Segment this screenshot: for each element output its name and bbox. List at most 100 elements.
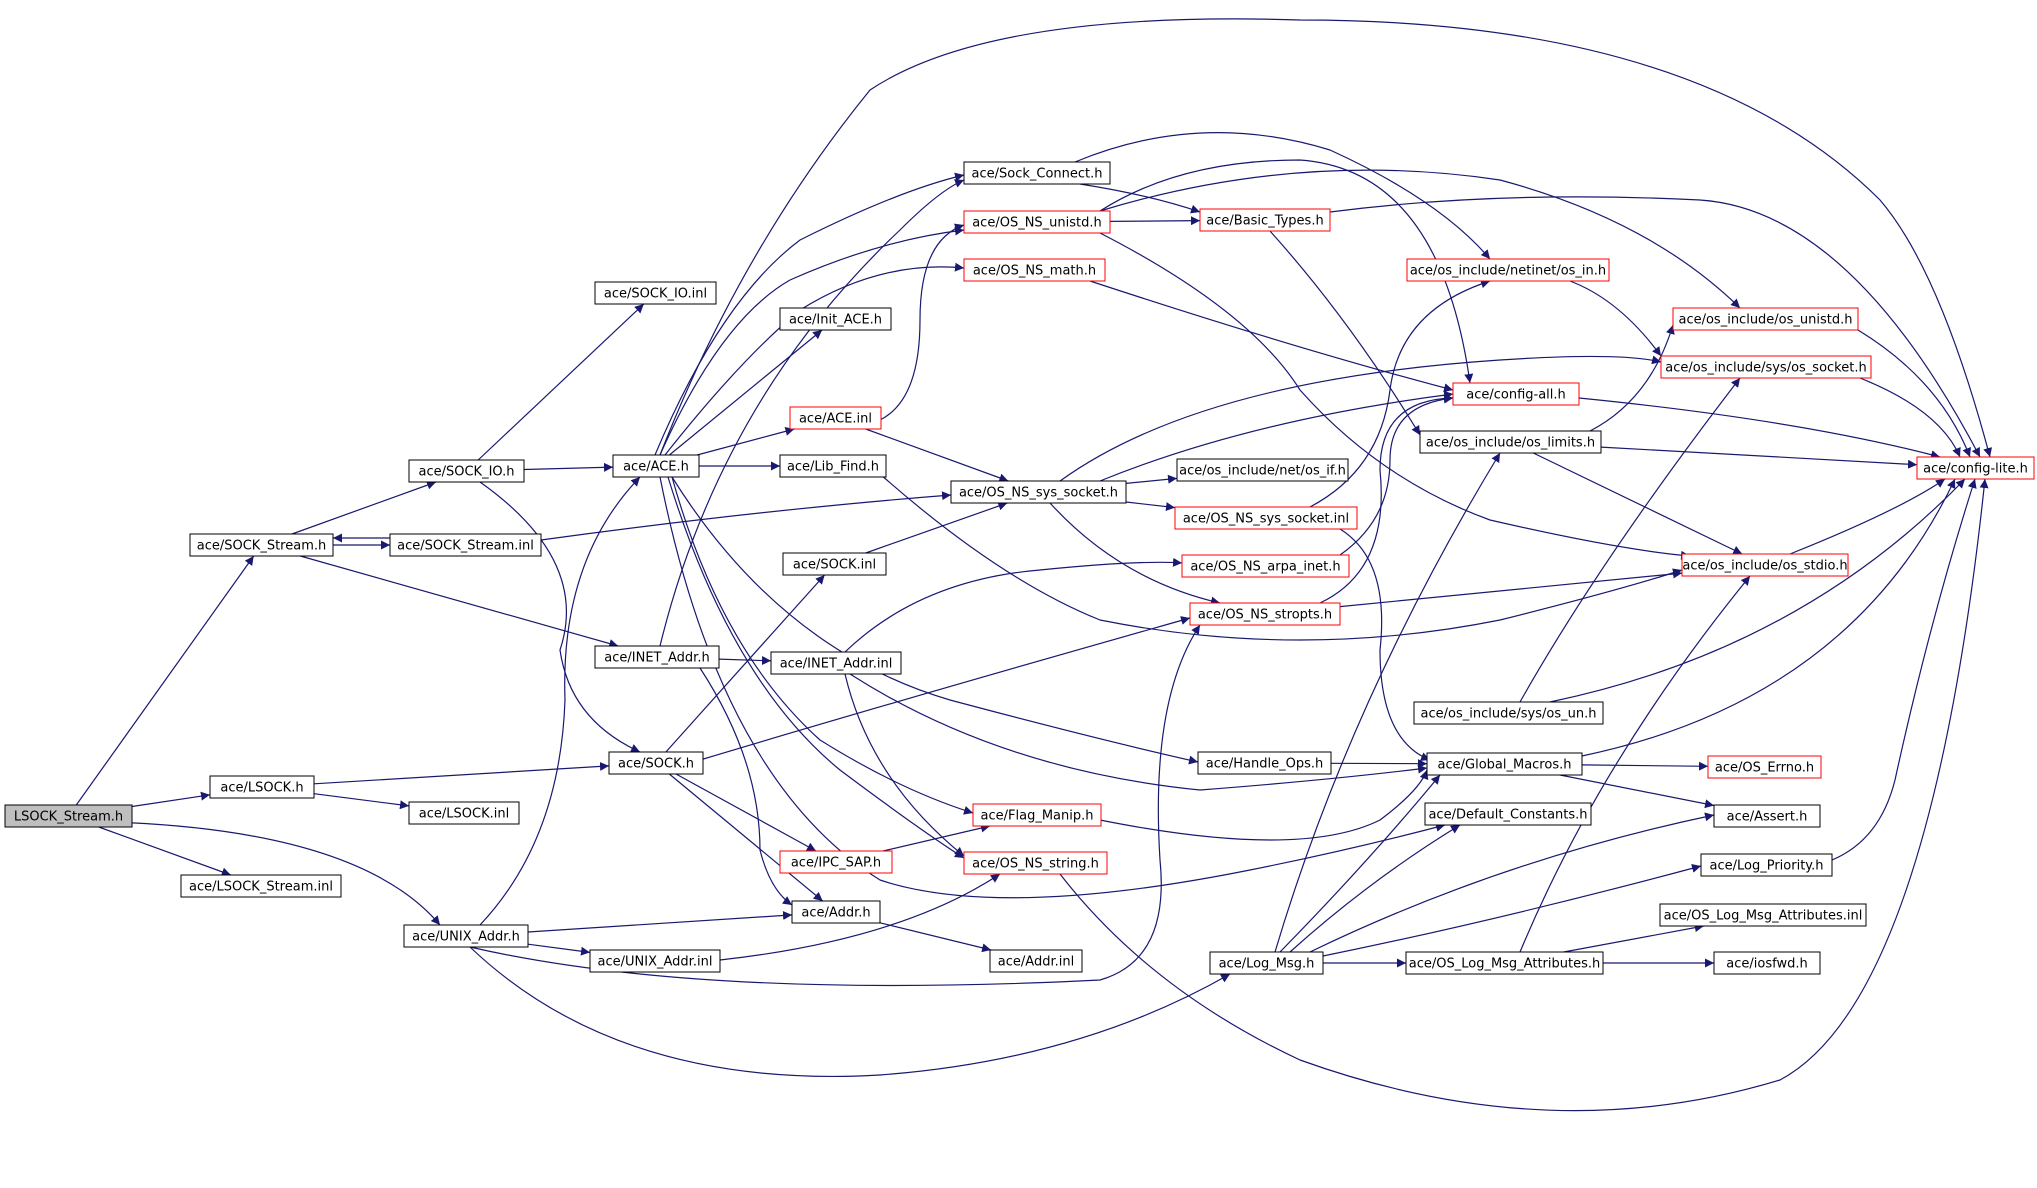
node-label: ace/Addr.inl (998, 955, 1074, 970)
edge-sock_io_h-to-sock_h (479, 481, 641, 753)
node-box (963, 258, 1106, 282)
node-init-ace-h[interactable]: ace/Init_ACE.h (779, 307, 892, 331)
node-label: ace/OS_NS_stropts.h (1198, 608, 1332, 623)
edge-lsock_stream_h-to-lsock_h (131, 791, 211, 808)
node-label: ace/Lib_Find.h (787, 460, 879, 475)
edge-os_limits_h-to-os_unistd_h (1589, 324, 1675, 432)
edge-ace_h-to-config_lite_h (659, 18, 1993, 458)
edge-lsock_h-to-sock_h (313, 761, 610, 785)
edge-os_in_h-to-os_socket_h (1569, 280, 1662, 357)
node-config-all-h[interactable]: ace/config-all.h (1452, 382, 1580, 406)
node-log-msg-h[interactable]: ace/Log_Msg.h (1209, 951, 1324, 975)
node-os-un-h[interactable]: ace/os_include/sys/os_un.h (1413, 701, 1604, 725)
node-label: ace/Global_Macros.h (1438, 758, 1572, 773)
node-label: ace/OS_NS_unistd.h (972, 216, 1102, 231)
node-box (180, 874, 342, 898)
node-os-ns-sys-socket-inl[interactable]: ace/OS_NS_sys_socket.inl (1174, 506, 1358, 530)
node-label: ace/config-lite.h (1923, 462, 2028, 477)
node-box (408, 801, 520, 825)
node-handle-ops-h[interactable]: ace/Handle_Ops.h (1197, 751, 1332, 775)
edge-os_log_msg_attributes_h-to-os_log_msg_attributes_inl (1563, 923, 1704, 953)
node-inet-addr-h[interactable]: ace/INET_Addr.h (594, 645, 720, 669)
node-os-log-msg-attributes-h[interactable]: ace/OS_Log_Msg_Attributes.h (1405, 951, 1604, 975)
node-sock-stream-h[interactable]: ace/SOCK_Stream.h (189, 533, 334, 557)
node-lsock-stream-h[interactable]: LSOCK_Stream.h (4, 804, 133, 828)
node-flag-manip-h[interactable]: ace/Flag_Manip.h (972, 803, 1102, 827)
node-unix-addr-h[interactable]: ace/UNIX_Addr.h (403, 924, 529, 948)
node-lib-find-h[interactable]: ace/Lib_Find.h (779, 454, 887, 478)
node-ace-h[interactable]: ace/ACE.h (612, 454, 700, 478)
node-ace-inl[interactable]: ace/ACE.inl (789, 406, 882, 430)
node-global-macros-h[interactable]: ace/Global_Macros.h (1426, 752, 1583, 776)
node-sock-io-inl[interactable]: ace/SOCK_IO.inl (594, 281, 717, 305)
node-addr-h[interactable]: ace/Addr.h (791, 900, 881, 924)
node-label: ace/LSOCK.h (220, 781, 303, 796)
node-box (1681, 553, 1849, 577)
node-inet-addr-inl[interactable]: ace/INET_Addr.inl (770, 651, 902, 675)
node-label: ace/Flag_Manip.h (981, 809, 1094, 824)
node-label: ace/ACE.h (623, 460, 689, 475)
node-os-ns-stropts-h[interactable]: ace/OS_NS_stropts.h (1189, 602, 1341, 626)
edge-sock_stream_h-to-inet_addr_h (300, 555, 619, 648)
node-label: ace/ACE.inl (799, 412, 872, 427)
node-box (950, 480, 1127, 504)
node-lsock-stream-inl[interactable]: ace/LSOCK_Stream.inl (180, 874, 342, 898)
node-label: ace/os_include/sys/os_socket.h (1665, 361, 1866, 376)
edge-basic_types_h-to-config_lite_h (1329, 196, 1981, 458)
node-os-log-msg-attributes-inl[interactable]: ace/OS_Log_Msg_Attributes.inl (1659, 903, 1867, 927)
node-label: ace/IPC_SAP.h (791, 856, 881, 871)
edge-sock_io_h-to-sock_io_inl (477, 303, 645, 461)
edge-sock_h-to-ipc_sap_h (675, 773, 817, 852)
node-os-ns-math-h[interactable]: ace/OS_NS_math.h (963, 258, 1106, 282)
node-default-constants-h[interactable]: ace/Default_Constants.h (1424, 802, 1592, 826)
node-box (1209, 951, 1324, 975)
node-os-ns-sys-socket-h[interactable]: ace/OS_NS_sys_socket.h (950, 480, 1127, 504)
node-os-unistd-h[interactable]: ace/os_include/os_unistd.h (1672, 307, 1859, 331)
node-label: ace/os_include/netinet/os_in.h (1410, 264, 1606, 279)
node-label: ace/OS_NS_arpa_inet.h (1190, 560, 1340, 575)
node-label: ace/OS_NS_sys_socket.h (959, 486, 1118, 501)
node-os-if-h[interactable]: ace/os_include/net/os_if.h (1176, 458, 1349, 482)
node-label: ace/config-all.h (1466, 388, 1566, 403)
edge-os_unistd_h-to-config_lite_h (1857, 329, 1971, 458)
node-os-stdio-h[interactable]: ace/os_include/os_stdio.h (1681, 553, 1849, 577)
node-os-ns-string-h[interactable]: ace/OS_NS_string.h (963, 851, 1108, 875)
node-label: ace/LSOCK.inl (419, 807, 509, 822)
node-label: ace/SOCK_IO.inl (604, 287, 707, 302)
node-os-errno-h[interactable]: ace/OS_Errno.h (1707, 755, 1822, 779)
node-label: ace/OS_NS_sys_socket.inl (1183, 512, 1349, 527)
node-box (1197, 751, 1332, 775)
node-addr-inl[interactable]: ace/Addr.inl (989, 949, 1083, 973)
node-label: ace/SOCK_Stream.h (197, 539, 327, 554)
node-box (1659, 903, 1867, 927)
node-basic-types-h[interactable]: ace/Basic_Types.h (1199, 208, 1331, 232)
edge-os_limits_h-to-config_lite_h (1600, 446, 1918, 469)
node-os-ns-unistd-h[interactable]: ace/OS_NS_unistd.h (963, 210, 1111, 234)
node-lsock-h[interactable]: ace/LSOCK.h (209, 775, 315, 799)
node-assert-h[interactable]: ace/Assert.h (1713, 804, 1821, 828)
node-lsock-inl[interactable]: ace/LSOCK.inl (408, 801, 520, 825)
node-iosfwd-h[interactable]: ace/iosfwd.h (1713, 951, 1821, 975)
node-sock-h[interactable]: ace/SOCK.h (608, 751, 704, 775)
node-sock-inl[interactable]: ace/SOCK.inl (782, 552, 887, 576)
node-config-lite-h[interactable]: ace/config-lite.h (1916, 456, 2035, 480)
node-ipc-sap-h[interactable]: ace/IPC_SAP.h (779, 850, 893, 874)
node-log-priority-h[interactable]: ace/Log_Priority.h (1700, 853, 1833, 877)
node-sock-stream-inl[interactable]: ace/SOCK_Stream.inl (389, 533, 542, 557)
node-unix-addr-inl[interactable]: ace/UNIX_Addr.inl (589, 949, 721, 973)
node-os-socket-h[interactable]: ace/os_include/sys/os_socket.h (1660, 355, 1872, 379)
node-box (789, 406, 882, 430)
edge-ace_h-to-handle_ops_h (671, 476, 1199, 765)
edge-log_msg_h-to-global_macros_h (1279, 774, 1441, 953)
edge-config_all_h-to-config_lite_h (1578, 397, 1941, 460)
edge-inet_addr_inl-to-os_ns_string_h (844, 673, 965, 857)
node-label: ace/Handle_Ops.h (1206, 757, 1323, 772)
node-box (612, 454, 700, 478)
node-os-limits-h[interactable]: ace/os_include/os_limits.h (1419, 430, 1602, 454)
node-sock-connect-h[interactable]: ace/Sock_Connect.h (963, 161, 1111, 185)
node-os-in-h[interactable]: ace/os_include/netinet/os_in.h (1406, 258, 1610, 282)
edge-sock_io_h-to-ace_h (523, 462, 614, 472)
node-os-ns-arpa-inet-h[interactable]: ace/OS_NS_arpa_inet.h (1181, 554, 1350, 578)
edge-inet_addr_h-to-addr_h (699, 667, 793, 906)
node-sock-io-h[interactable]: ace/SOCK_IO.h (408, 459, 525, 483)
